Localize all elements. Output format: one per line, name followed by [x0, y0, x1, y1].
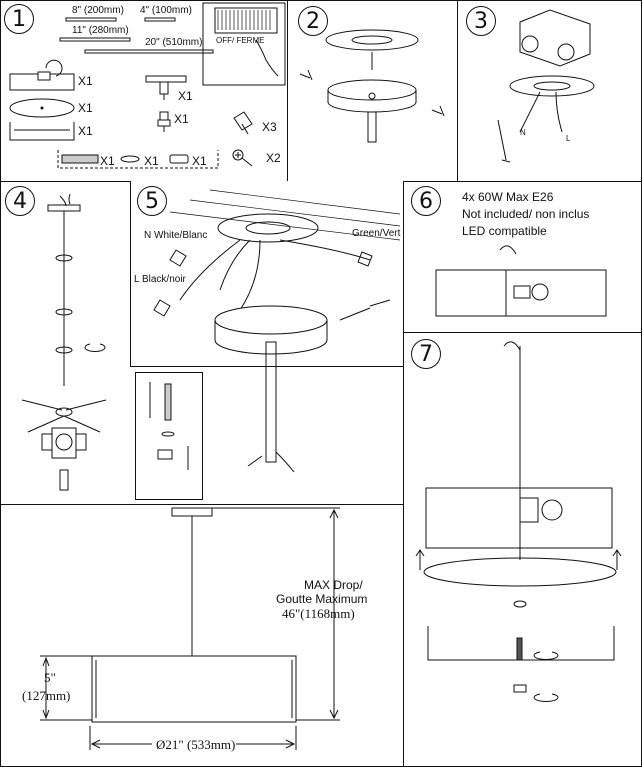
rod-4in — [144, 17, 176, 22]
dimension-panel — [0, 504, 404, 767]
step5-drawing — [153, 189, 401, 473]
step-5-inset-panel — [130, 366, 204, 367]
disc-part — [9, 98, 75, 118]
max-drop-line2: Goutte Maximum — [276, 592, 368, 606]
step-number-2: 2 — [298, 6, 328, 36]
step4-drawing — [21, 193, 189, 491]
wire-nut-part — [233, 111, 253, 135]
step-number-5: 5 — [137, 186, 167, 216]
switch-label: OFF/ FERME — [216, 36, 265, 45]
canopy-hook-part — [9, 59, 75, 91]
bulb-spec-line3: LED compatible — [462, 224, 547, 238]
line-wire-label: L — [566, 134, 571, 143]
switch-box — [202, 2, 286, 86]
rod-20in-label: 20" (510mm) — [145, 37, 203, 48]
rod-8in — [65, 17, 117, 22]
diameter-label: Ø21" (533mm) — [156, 737, 236, 752]
small-parts-box — [57, 150, 219, 169]
step-number-3: 3 — [466, 6, 496, 36]
step-number-1: 1 — [4, 4, 34, 34]
qty-rod: X1 — [100, 154, 115, 168]
screw-part — [157, 111, 171, 132]
step-number-7: 7 — [411, 339, 441, 369]
bulb-spec-line2: Not included/ non inclus — [462, 207, 590, 221]
tee-part — [145, 75, 187, 100]
qty-screw: X1 — [174, 112, 189, 126]
bulb-spec-line1: 4x 60W Max E26 — [462, 190, 554, 204]
dimension-drawing — [40, 507, 340, 750]
line-black-label: L Black/noir — [134, 274, 186, 285]
step7-drawing — [415, 341, 622, 702]
step-number-4: 4 — [5, 186, 35, 216]
step6-drawing — [435, 245, 607, 317]
step3-drawing — [497, 9, 595, 163]
rod-11in-label: 11" (280mm) — [72, 25, 129, 36]
qty-canopy: X1 — [78, 74, 93, 88]
ground-screw-part — [232, 149, 253, 167]
step2-drawing — [299, 29, 445, 143]
step-6-panel — [403, 181, 642, 333]
qty-wire-nut: X3 — [262, 120, 277, 134]
max-drop-line1: MAX Drop/ — [304, 578, 363, 592]
step-number-6: 6 — [411, 186, 441, 216]
neutral-white-label: N White/Blanc — [144, 230, 208, 241]
height-line1: 5" — [44, 670, 56, 685]
rod-11in — [59, 37, 131, 42]
step-7-panel — [403, 332, 642, 767]
rod-4in-label: 4" (100mm) — [140, 5, 192, 16]
rod-8in-label: 8" (200mm) — [72, 5, 124, 16]
qty-tee: X1 — [178, 89, 193, 103]
shade-part — [9, 122, 75, 141]
qty-ground-screw: X2 — [266, 151, 281, 165]
step-5-panel — [130, 181, 404, 367]
qty-shade: X1 — [78, 124, 93, 138]
step-1-panel — [0, 0, 288, 182]
qty-disc: X1 — [78, 101, 93, 115]
qty-cap: X1 — [192, 154, 207, 168]
ground-green-label: Green/Vert — [352, 228, 401, 239]
max-drop-line3: 46"(1168mm) — [282, 606, 355, 621]
height-line2: (127mm) — [22, 688, 71, 703]
qty-washer: X1 — [144, 154, 159, 168]
rod-20in — [84, 49, 214, 54]
neutral-wire-label: N — [520, 128, 526, 137]
